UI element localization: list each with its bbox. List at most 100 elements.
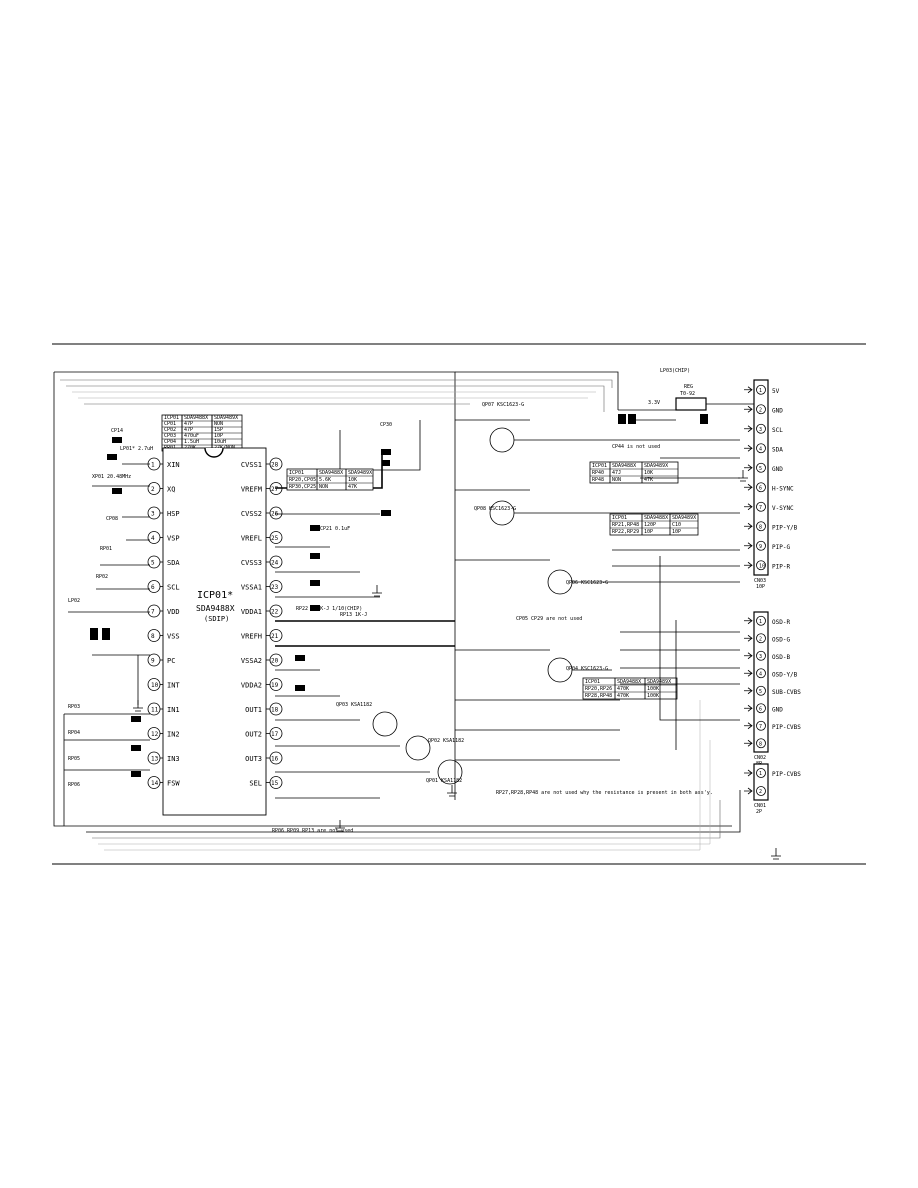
ic-pin-name: VDD	[167, 608, 180, 616]
connector-pin-name: PIP-R	[772, 563, 790, 570]
table-cell: ICP01	[585, 679, 600, 685]
connector-pin-name: GND	[772, 706, 783, 713]
connector-pin-number: 3	[759, 427, 762, 433]
table-cell: SDA9488X	[184, 415, 208, 421]
ic-pin-name: VSSA1	[241, 584, 262, 592]
ic-pin-number: 19	[271, 682, 279, 689]
table-cell: RP28,RP48	[585, 693, 612, 699]
rp-small-label: RP13 1K-J	[340, 612, 367, 618]
connector-pin-number: 4	[759, 671, 762, 677]
connector-pin-number: 2	[759, 407, 762, 413]
svg-text:RP02: RP02	[96, 574, 108, 580]
ic-package: (SDIP)	[204, 615, 229, 623]
connector-pin-name: GND	[772, 466, 783, 473]
svg-text:CP14: CP14	[111, 428, 123, 434]
table-cell: RP20,RP26	[585, 686, 612, 692]
table-cell: ICP01	[164, 415, 179, 421]
table-cell: SDA9489X	[348, 470, 372, 476]
connector-ref: CN03	[754, 578, 766, 584]
ic-pin-number: 18	[271, 707, 279, 714]
table-cell: C10	[672, 522, 681, 528]
connector-pin-number: 1	[759, 771, 762, 777]
connector-pin-number: 3	[759, 654, 762, 660]
note-cp05: CP05 CP29 are not used	[516, 616, 582, 622]
table-cell: 470uF	[184, 433, 199, 439]
ic-pin-number: 4	[151, 535, 155, 542]
connector-pin-name: PIP-CVBS	[772, 771, 801, 778]
ic-sda9488x: ICP01* SDA9488X (SDIP)	[162, 447, 267, 816]
table-cell: CP04	[164, 439, 176, 445]
connector-pin-name: GND	[772, 407, 783, 414]
transistors: QP07 KSC1623-G QP08 KSC1623-G QP06 KSC16…	[336, 402, 620, 785]
svg-text:LP02: LP02	[68, 598, 80, 604]
table-cell: 100K	[647, 693, 659, 699]
connector-pin-name: 5V	[772, 388, 780, 395]
connector-pin-number: 2	[759, 636, 762, 642]
connector-pin-name: OSD-Y/B	[772, 671, 798, 678]
table-cell: SDA9489X	[644, 463, 668, 469]
connector-pin-name: PIP-G	[772, 544, 790, 551]
qp07-label: QP07 KSC1623-G	[482, 402, 524, 408]
ic-pin-name: VSP	[167, 535, 180, 543]
ic-pin-name: VREFM	[241, 486, 262, 494]
ic-pin-number: 5	[151, 560, 155, 567]
table-cell: NON	[612, 477, 621, 483]
table-cell: RP48	[592, 477, 604, 483]
connector-pin-number: 7	[759, 724, 762, 730]
ic-pin-number: 1	[151, 462, 155, 469]
svg-text:RP05: RP05	[68, 756, 80, 762]
qp03-label: QP03 KSA1182	[336, 702, 372, 708]
ic-pin-name: PC	[167, 657, 175, 665]
svg-text:CP30: CP30	[380, 422, 392, 428]
table-cell: 470K	[617, 693, 629, 699]
qp08-label: QP08 KSC1623-G	[474, 506, 516, 512]
table-cell: 47P	[184, 421, 193, 427]
ic-pin-name: XQ	[167, 486, 175, 494]
connector-pin-name: SDA	[772, 446, 783, 453]
svg-text:RP06: RP06	[68, 782, 80, 788]
ic-right-pins: 28CVSS127VREFM26CVSS225VREFL24CVSS323VSS…	[241, 457, 283, 789]
table-cell: 10P	[672, 529, 681, 535]
ic-pin-name: OUT2	[245, 731, 262, 739]
reg-voltage: 3.3V	[648, 400, 660, 406]
ic-pin-number: 14	[151, 780, 159, 787]
ic-pin-number: 8	[151, 633, 155, 640]
ic-pin-name: CVSS1	[241, 461, 262, 469]
ic-pin-name: OUT3	[245, 755, 262, 763]
table-cell: 10P	[214, 433, 223, 439]
connector-ref: CN02	[754, 755, 766, 761]
svg-text:RP03: RP03	[68, 704, 80, 710]
table-cell: SDA9489X	[647, 679, 671, 685]
svg-text:RP01: RP01	[100, 546, 112, 552]
table-cell: NON	[214, 421, 223, 427]
connector-pin-name: SUB-CVBS	[772, 689, 801, 696]
rp-short-label: RP22 4.7K-J 1/10(CHIP)	[296, 606, 362, 612]
ic-pin-number: 2	[151, 486, 155, 493]
ic-pin-name: VSS	[167, 633, 180, 641]
table-cell: 10uH	[214, 439, 226, 445]
table-cell: 47P	[184, 427, 193, 433]
ic-pin-name: HSP	[167, 510, 180, 518]
connector-pin-number: 1	[759, 619, 762, 625]
note-cp44: CP44 is not used	[612, 444, 660, 450]
ic-part: SDA9488X	[196, 604, 235, 613]
table-cell: 47K	[348, 484, 357, 490]
outer-wiring	[53, 371, 741, 851]
note-rp27: RP27,RP28,RP48 are not used why the resi…	[496, 790, 713, 796]
table-cell: 470K	[617, 686, 629, 692]
